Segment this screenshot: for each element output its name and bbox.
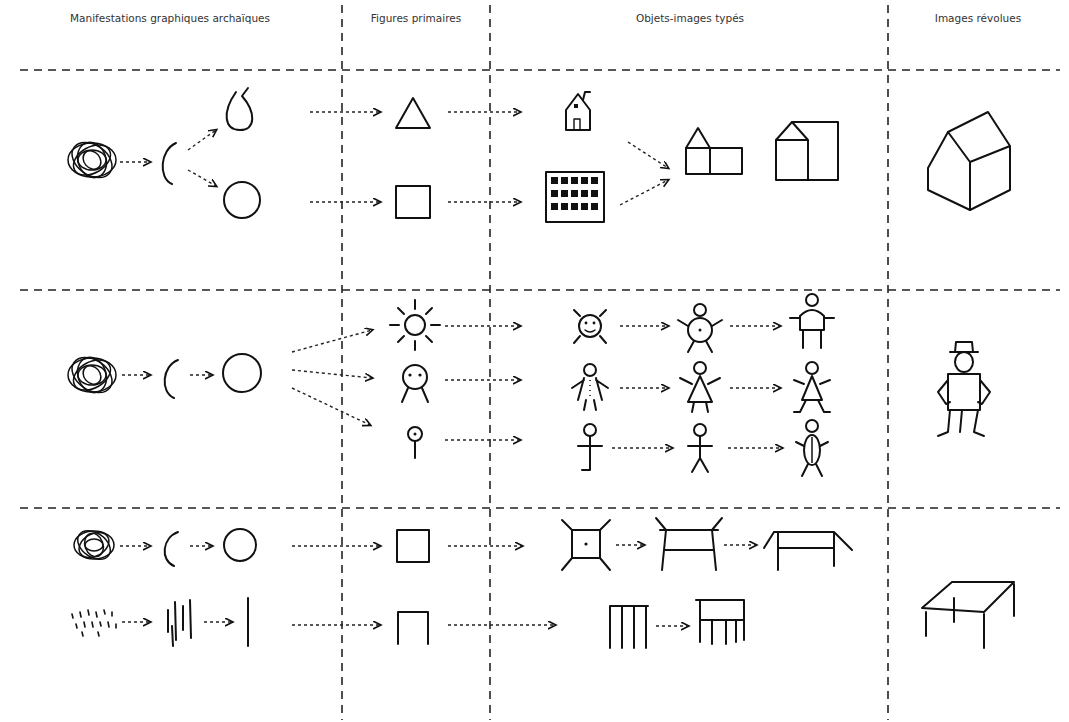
row-house bbox=[65, 88, 1010, 222]
row-person bbox=[65, 294, 990, 476]
column-header: Objets-images typés bbox=[634, 12, 746, 24]
grid-lines bbox=[20, 5, 1060, 720]
column-header: Images révolues bbox=[933, 12, 1023, 24]
column-header: Manifestations graphiques archaïques bbox=[68, 12, 272, 24]
column-header: Figures primaires bbox=[369, 12, 463, 24]
row-table bbox=[72, 518, 1014, 648]
